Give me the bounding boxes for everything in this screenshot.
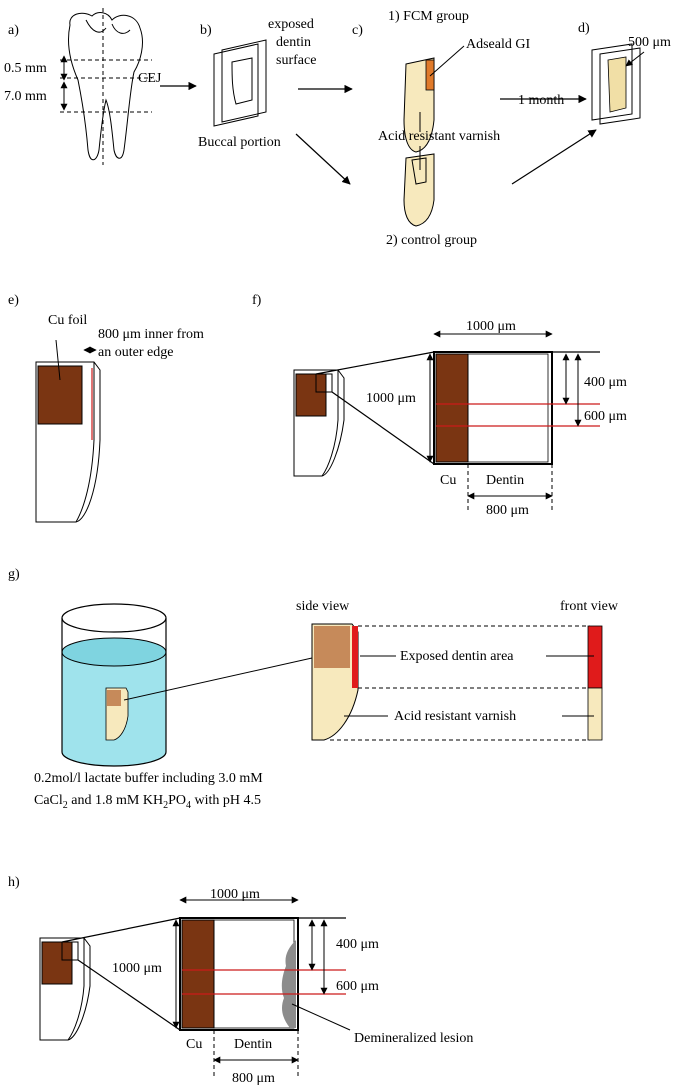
h-mini-inner-edge xyxy=(67,938,85,1041)
fcm-group-label: 1) FCM group xyxy=(388,9,469,24)
panel-a-label: a) xyxy=(8,23,19,38)
buccal-portion-shape xyxy=(231,57,253,105)
front-view-label: front view xyxy=(560,599,619,614)
dim-70-label: 7.0 mm xyxy=(4,89,47,104)
panel-h-label: h) xyxy=(8,875,20,890)
adseald-label: Adseald GI xyxy=(466,37,530,52)
h-width-label: 1000 μm xyxy=(210,887,260,902)
section-slab-back xyxy=(591,43,633,121)
specimen-inner-edge xyxy=(75,362,95,523)
side-view-exposed xyxy=(314,626,350,668)
section-slab-front xyxy=(599,47,641,125)
beaker-rim xyxy=(61,603,167,633)
panel-d-label: d) xyxy=(578,21,590,36)
buccal-slab-back xyxy=(213,43,259,127)
f-dentin-label: Dentin xyxy=(486,473,524,488)
h-400-label: 400 μm xyxy=(336,937,379,952)
panel-e: e) Cu foil 800 μm inner from an outer ed… xyxy=(8,293,204,523)
panel-e-label: e) xyxy=(8,293,19,308)
tooth-fissure xyxy=(111,23,131,34)
h-zoom-line-bottom xyxy=(77,959,181,1031)
panel-h: h) 1000 μm 1000 μm 400 μm 600 μm Cu Dent… xyxy=(8,875,473,1086)
panel-c: c) 1) FCM group Adseald GI Acid resistan… xyxy=(352,9,530,248)
side-view-red-band xyxy=(352,626,358,688)
panel-c-label: c) xyxy=(352,23,363,38)
liquid-surface xyxy=(61,637,167,667)
h-height-label: 1000 μm xyxy=(112,961,162,976)
f-800-label: 800 μm xyxy=(486,503,529,518)
exposed-area-label: Exposed dentin area xyxy=(400,649,514,664)
f-width-label: 1000 μm xyxy=(466,319,516,334)
cu-foil-leader xyxy=(55,339,61,381)
control-exposed-area xyxy=(411,157,427,185)
panel-a: a) 0.5 mm 7.0 mm CEJ xyxy=(4,8,162,165)
inner-offset-label-1: 800 μm inner from xyxy=(98,327,204,342)
buffer-label-1: 0.2mol/l lactate buffer including 3.0 mM xyxy=(34,771,263,786)
buccal-slab-front xyxy=(221,39,267,123)
g-varnish-label: Acid resistant varnish xyxy=(394,709,516,724)
panel-g-label: g) xyxy=(8,567,20,582)
arrow-b-to-control xyxy=(295,133,351,185)
lesion-leader xyxy=(291,1003,351,1031)
panel-f: f) 1000 μm 1000 μm 400 μm 600 μm Cu Dent… xyxy=(252,293,627,518)
varnish-label: Acid resistant varnish xyxy=(378,129,500,144)
h-mini-cu xyxy=(41,941,73,985)
adseald-leader xyxy=(429,45,465,77)
f-dentin-region xyxy=(467,353,549,463)
h-800-label: 800 μm xyxy=(232,1071,275,1086)
f-mini-cu xyxy=(295,373,327,417)
f-600-label: 600 μm xyxy=(584,409,627,424)
h-zoom-box xyxy=(61,941,79,961)
demineralized-lesion-shape xyxy=(281,940,296,1028)
arrow-control-to-d xyxy=(511,129,597,185)
f-zoom-line-bottom xyxy=(331,391,435,465)
h-zoom-line-top xyxy=(61,917,181,943)
h-cu-region xyxy=(181,919,215,1029)
cej-label: CEJ xyxy=(138,71,162,86)
cu-foil xyxy=(37,365,83,425)
f-cu-label: Cu xyxy=(440,473,456,488)
tooth-outline xyxy=(67,12,143,161)
dim-05-label: 0.5 mm xyxy=(4,61,47,76)
f-400-label: 400 μm xyxy=(584,375,627,390)
inner-offset-label-2: an outer edge xyxy=(98,345,173,360)
panel-d: d) 500 μm xyxy=(578,21,671,125)
control-group-label: 2) control group xyxy=(386,233,477,248)
h-dentin-label: Dentin xyxy=(234,1037,272,1052)
panel-f-label: f) xyxy=(252,293,262,308)
section-specimen xyxy=(607,56,627,113)
f-height-label: 1000 μm xyxy=(366,391,416,406)
panel-g: g) side view front view Exposed dentin a… xyxy=(8,567,619,811)
front-view-varnish xyxy=(587,687,603,741)
cu-foil-label: Cu foil xyxy=(48,313,87,328)
f-zoom-line-top xyxy=(315,351,435,375)
side-view-label: side view xyxy=(296,599,350,614)
adseald-gi-layer xyxy=(425,59,435,91)
h-600-label: 600 μm xyxy=(336,979,379,994)
g-immersed-exposed xyxy=(107,690,121,706)
f-cu-region xyxy=(435,353,469,463)
thickness-arrow xyxy=(625,51,645,67)
f-zoom-box xyxy=(315,373,333,393)
buccal-portion-label: Buccal portion xyxy=(198,135,281,150)
thickness-label: 500 μm xyxy=(628,35,671,50)
front-view-exposed xyxy=(587,625,603,689)
panel-b-label: b) xyxy=(200,23,212,38)
month-label: 1 month xyxy=(518,93,564,108)
exposed-label-3: surface xyxy=(276,53,316,68)
panel-b: b) exposed dentin surface Buccal portion xyxy=(198,17,316,150)
f-mini-inner-edge xyxy=(321,370,339,477)
exposed-label-2: dentin xyxy=(276,35,311,50)
g-zoom-leader xyxy=(123,657,313,701)
lesion-label: Demineralized lesion xyxy=(354,1031,473,1046)
beaker-bottom xyxy=(61,751,167,767)
tooth-fissure xyxy=(85,19,107,33)
control-specimen xyxy=(403,153,435,227)
buffer-label-2: CaCl2 and 1.8 mM KH2PO4 with pH 4.5 xyxy=(34,793,261,811)
exposed-label-1: exposed xyxy=(268,17,314,32)
h-cu-label: Cu xyxy=(186,1037,202,1052)
